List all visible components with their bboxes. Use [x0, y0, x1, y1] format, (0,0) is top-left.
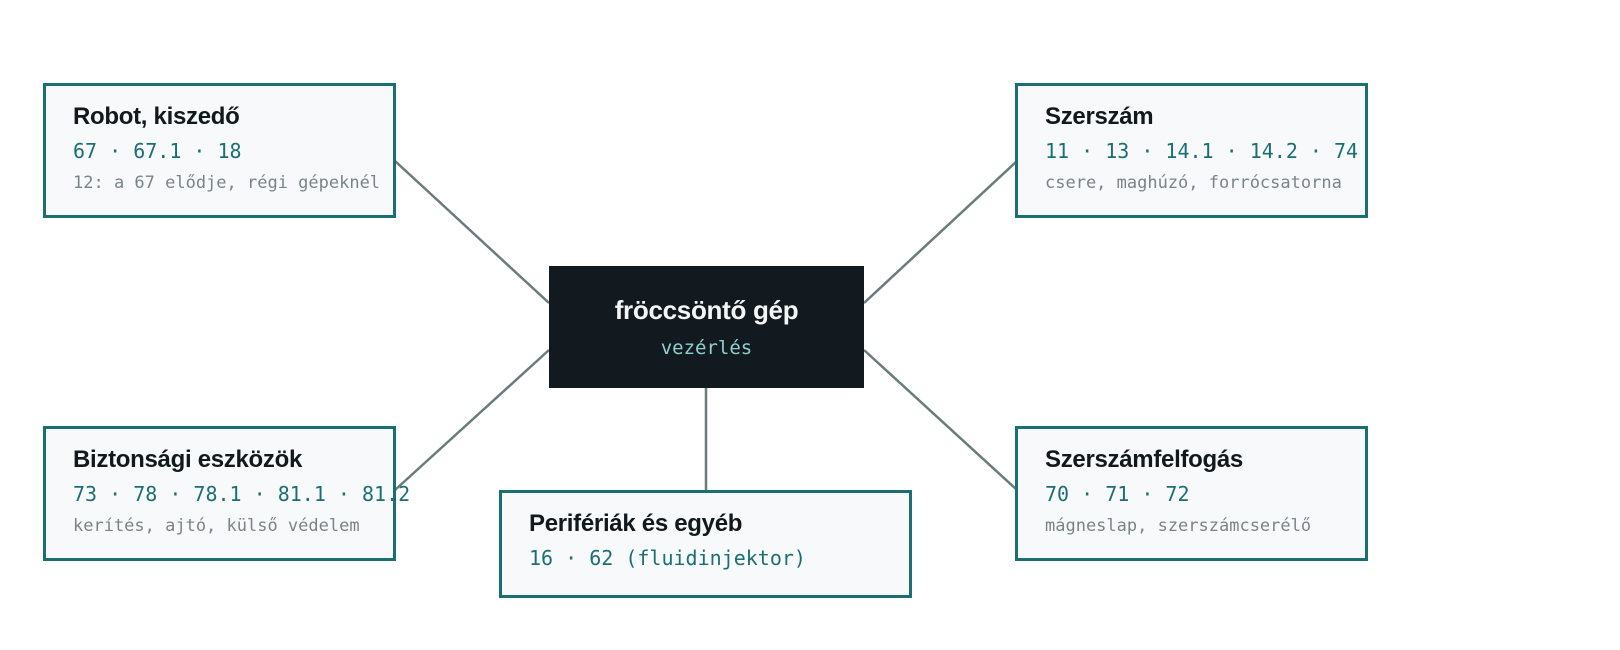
- connector-robot: [394, 160, 550, 304]
- connector-biztonsagi: [394, 349, 550, 491]
- node-codes: 16 · 62 (fluidinjektor): [529, 546, 806, 570]
- node-note: 12: a 67 elődje, régi gépeknél: [73, 173, 381, 193]
- node-szerszam[interactable]: Szerszám 11 · 13 · 14.1 · 14.2 · 74 cser…: [1015, 83, 1368, 218]
- central-node-subtitle: vezérlés: [660, 337, 753, 359]
- central-node-title: fröccsöntő gép: [614, 295, 799, 325]
- connector-szerszam: [863, 160, 1018, 304]
- node-title: Robot, kiszedő: [73, 103, 240, 130]
- node-periferiak[interactable]: Perifériák és egyéb 16 · 62 (fluidinjekt…: [499, 490, 912, 598]
- node-szerszamfelfogas[interactable]: Szerszámfelfogás 70 · 71 · 72 mágneslap,…: [1015, 426, 1368, 561]
- node-robot[interactable]: Robot, kiszedő 67 · 67.1 · 18 12: a 67 e…: [43, 83, 396, 218]
- node-codes: 70 · 71 · 72: [1045, 482, 1190, 506]
- node-title: Biztonsági eszközök: [73, 446, 303, 473]
- node-note: mágneslap, szerszámcserélő: [1045, 516, 1312, 536]
- node-codes: 67 · 67.1 · 18: [73, 139, 242, 163]
- node-note: csere, maghúzó, forrócsatorna: [1045, 173, 1342, 193]
- node-codes: 11 · 13 · 14.1 · 14.2 · 74: [1045, 139, 1359, 163]
- node-codes: 73 · 78 · 78.1 · 81.1 · 81.2: [73, 482, 411, 506]
- node-biztonsagi-eszkozok[interactable]: Biztonsági eszközök 73 · 78 · 78.1 · 81.…: [43, 426, 411, 561]
- connector-szerszamfelfogas: [863, 349, 1018, 491]
- node-title: Szerszám: [1045, 103, 1154, 130]
- node-title: Szerszámfelfogás: [1045, 446, 1243, 473]
- central-node[interactable]: fröccsöntő gép vezérlés: [549, 266, 864, 388]
- node-title: Perifériák és egyéb: [529, 510, 743, 537]
- node-note: kerítés, ajtó, külső védelem: [73, 516, 360, 536]
